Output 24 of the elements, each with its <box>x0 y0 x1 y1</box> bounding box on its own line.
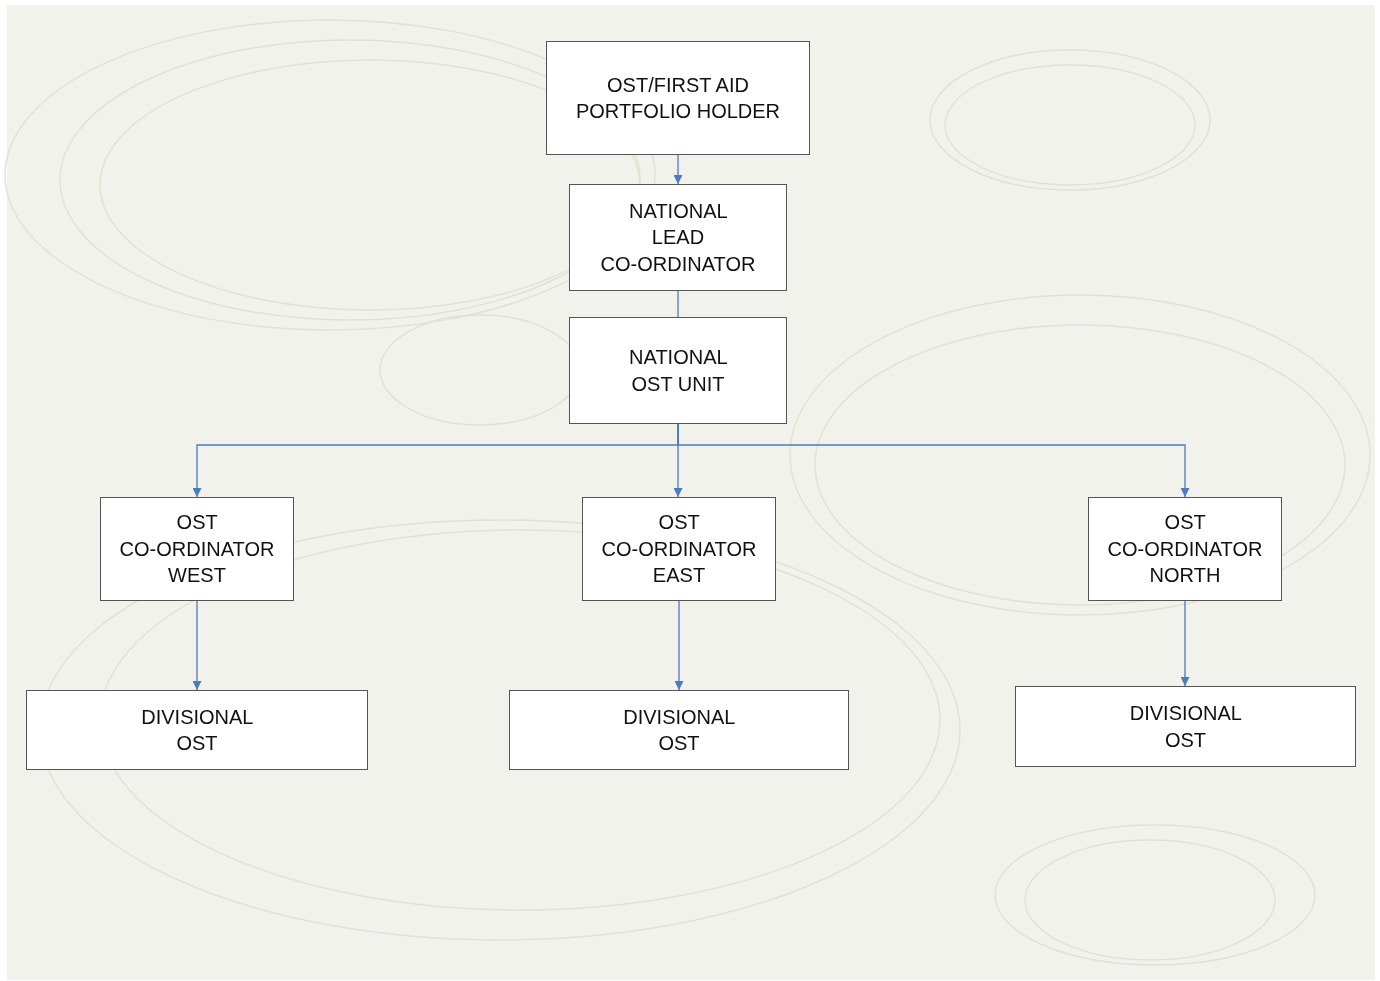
arrow <box>673 154 683 185</box>
role-title: OST CO-ORDINATOR EAST <box>601 510 757 589</box>
arrow <box>674 600 684 691</box>
role-title: NATIONAL LEAD CO-ORDINATOR <box>600 198 756 277</box>
org-box <box>509 690 849 770</box>
role-title: DIVISIONAL OST <box>623 704 735 756</box>
role-title: DIVISIONAL OST <box>1129 701 1242 753</box>
role-title: DIVISIONAL OST <box>141 704 253 756</box>
org-box <box>1015 686 1356 767</box>
org-box <box>582 497 776 601</box>
org-box <box>100 497 294 601</box>
org-box <box>569 317 787 424</box>
role-title: NATIONAL OST UNIT <box>628 345 728 397</box>
arrow <box>192 600 202 691</box>
org-box <box>1088 497 1282 601</box>
arrow <box>677 423 1190 498</box>
connector-line <box>677 290 679 318</box>
role-title: OST CO-ORDINATOR NORTH <box>1107 510 1263 589</box>
role-title: OST/FIRST AID PORTFOLIO HOLDER <box>574 72 782 124</box>
arrow <box>1180 600 1190 687</box>
org-box <box>26 690 368 770</box>
role-title: OST CO-ORDINATOR WEST <box>119 510 275 589</box>
org-box <box>546 41 810 155</box>
org-box <box>569 184 787 291</box>
